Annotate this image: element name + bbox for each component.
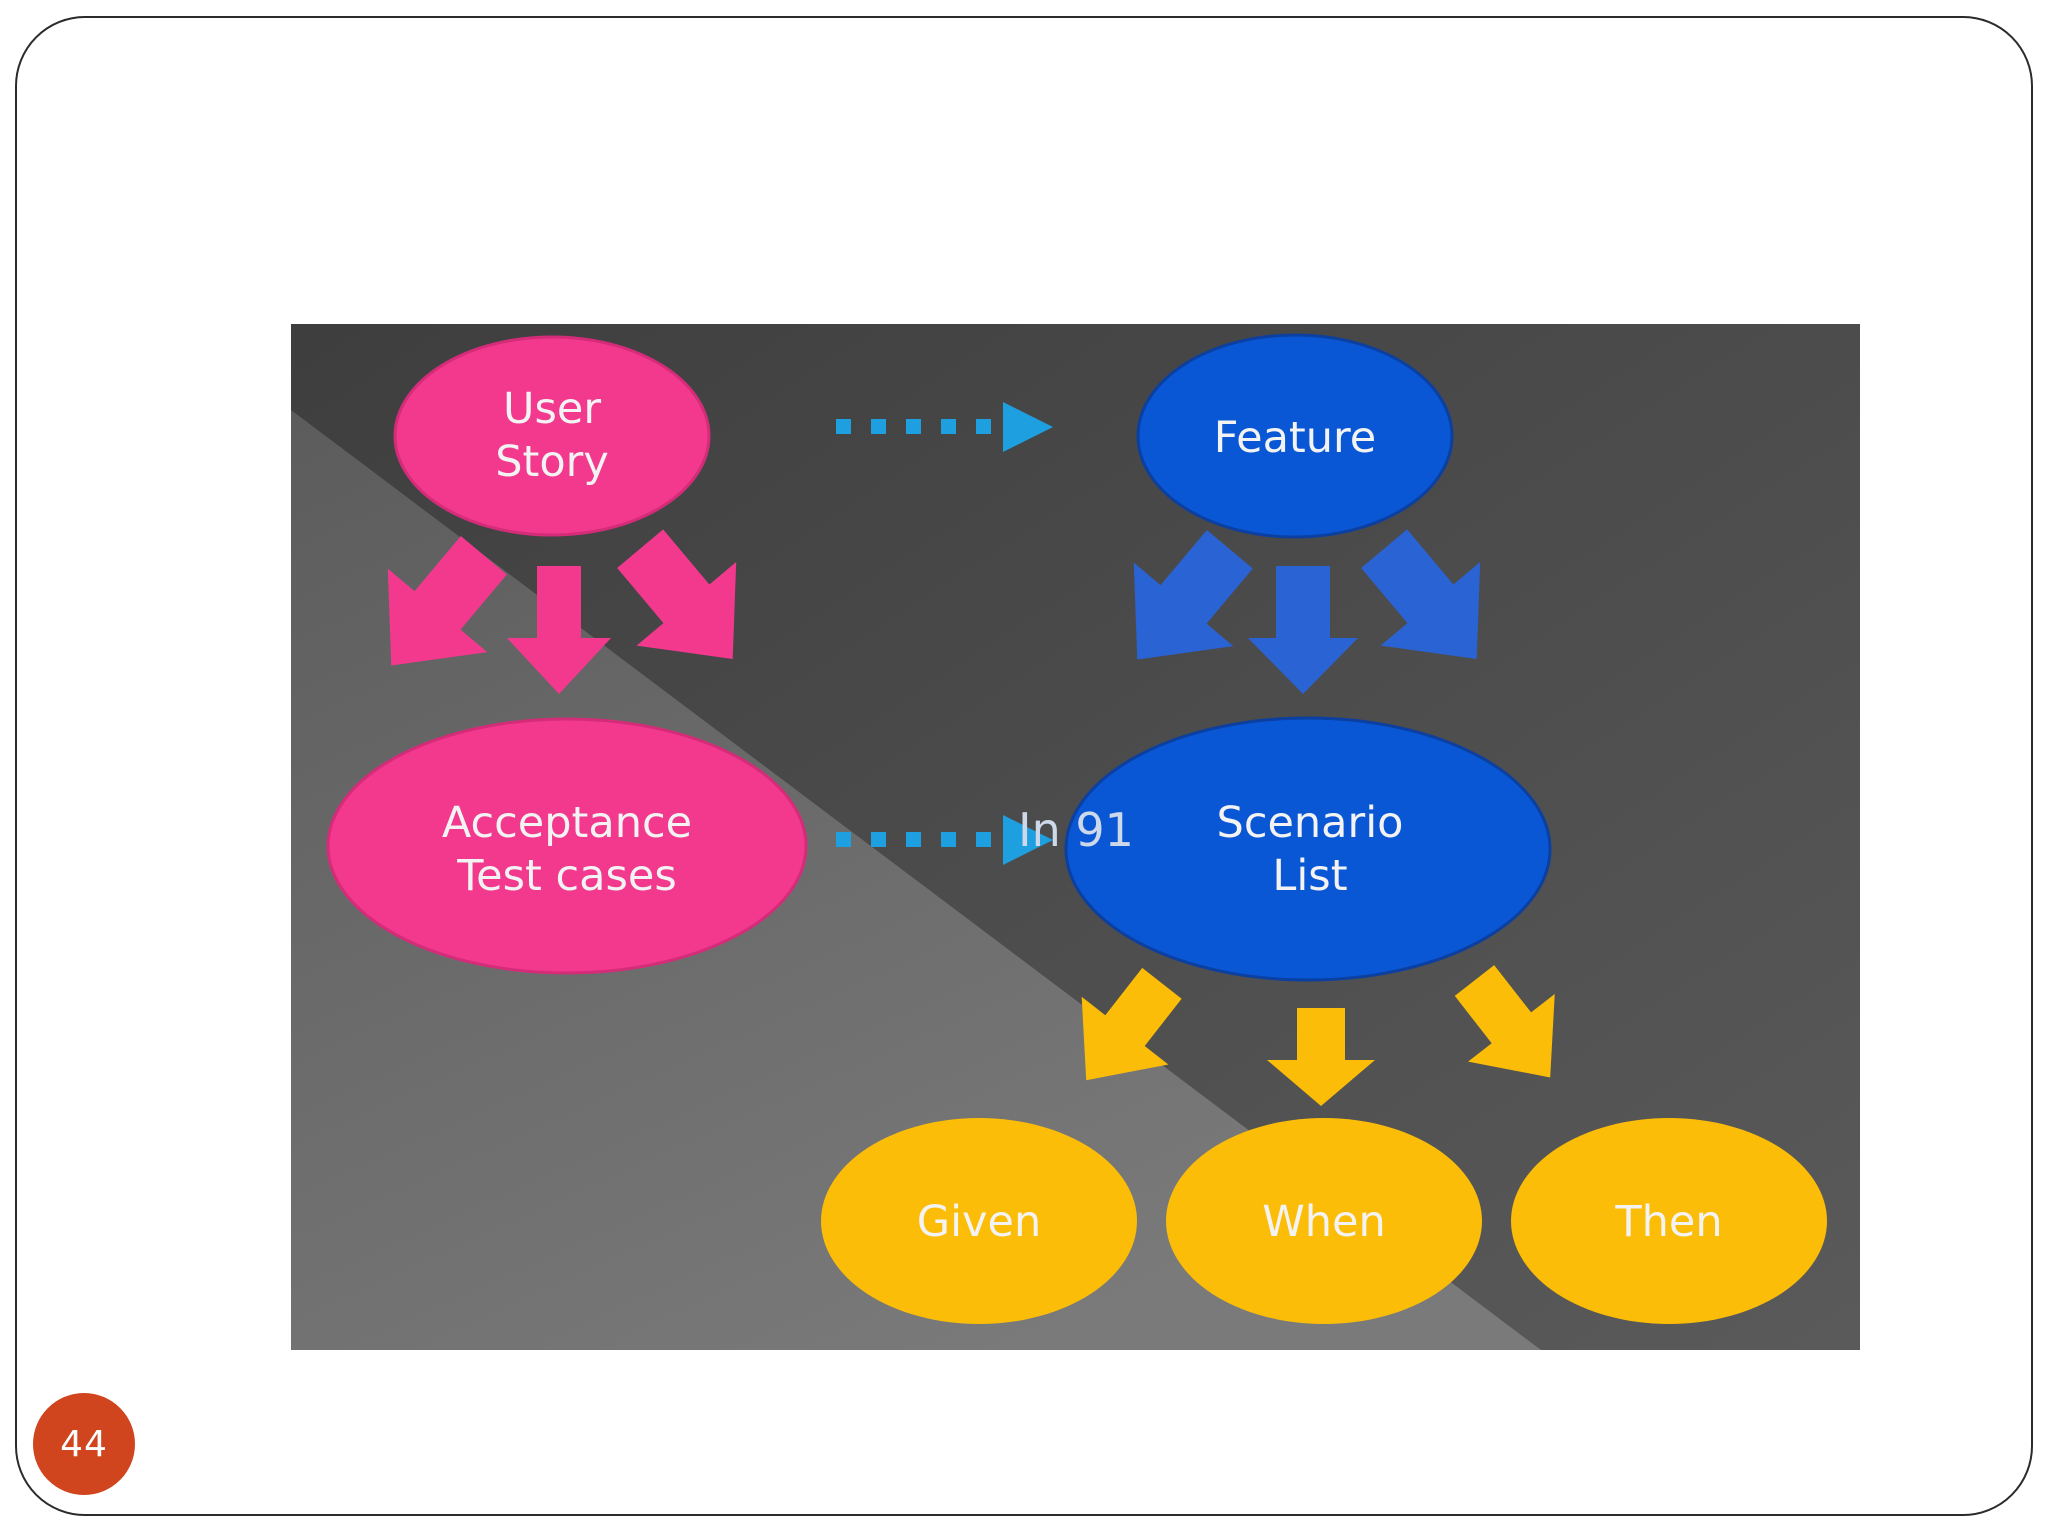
node-given-label: Given [917,1197,1041,1247]
node-user-story-line2: Story [495,437,609,487]
overlay-text: In 91 [1018,803,1134,857]
node-when-label: When [1262,1197,1385,1247]
page-number-badge: 44 [33,1393,135,1495]
blue-arrows [1133,529,1481,694]
node-given: Given [821,1118,1137,1324]
yellow-arrow-left [1081,967,1182,1081]
node-scenario-line1: Scenario [1217,798,1404,848]
node-scenario-line2: List [1272,851,1347,901]
yellow-arrows [1081,965,1555,1106]
node-acceptance-test-cases: Acceptance Test cases [326,717,808,975]
node-feature: Feature [1136,333,1454,539]
node-then-label: Then [1614,1197,1722,1247]
node-acceptance-line2: Test cases [456,851,677,901]
pink-arrow-center [507,566,611,694]
diagram-image: User Story Feature Acceptance Test cases… [291,324,1860,1350]
dotted-arrow-top [836,402,1053,452]
dotted-arrow-middle [836,815,1053,865]
blue-arrow-left [1133,529,1253,660]
node-when: When [1166,1118,1482,1324]
node-user-story-line1: User [503,384,601,434]
node-feature-label: Feature [1214,413,1377,463]
pink-arrow-right [617,529,737,659]
node-then: Then [1511,1118,1827,1324]
pink-arrows [387,529,737,694]
blue-arrow-center [1248,566,1358,694]
yellow-arrow-right [1454,965,1555,1078]
node-acceptance-line1: Acceptance [442,798,692,848]
yellow-arrow-center [1267,1008,1375,1106]
blue-arrow-right [1361,529,1481,659]
pink-arrow-left [387,535,507,666]
node-user-story: User Story [393,335,711,537]
node-scenario-list: Scenario List [1064,716,1552,982]
